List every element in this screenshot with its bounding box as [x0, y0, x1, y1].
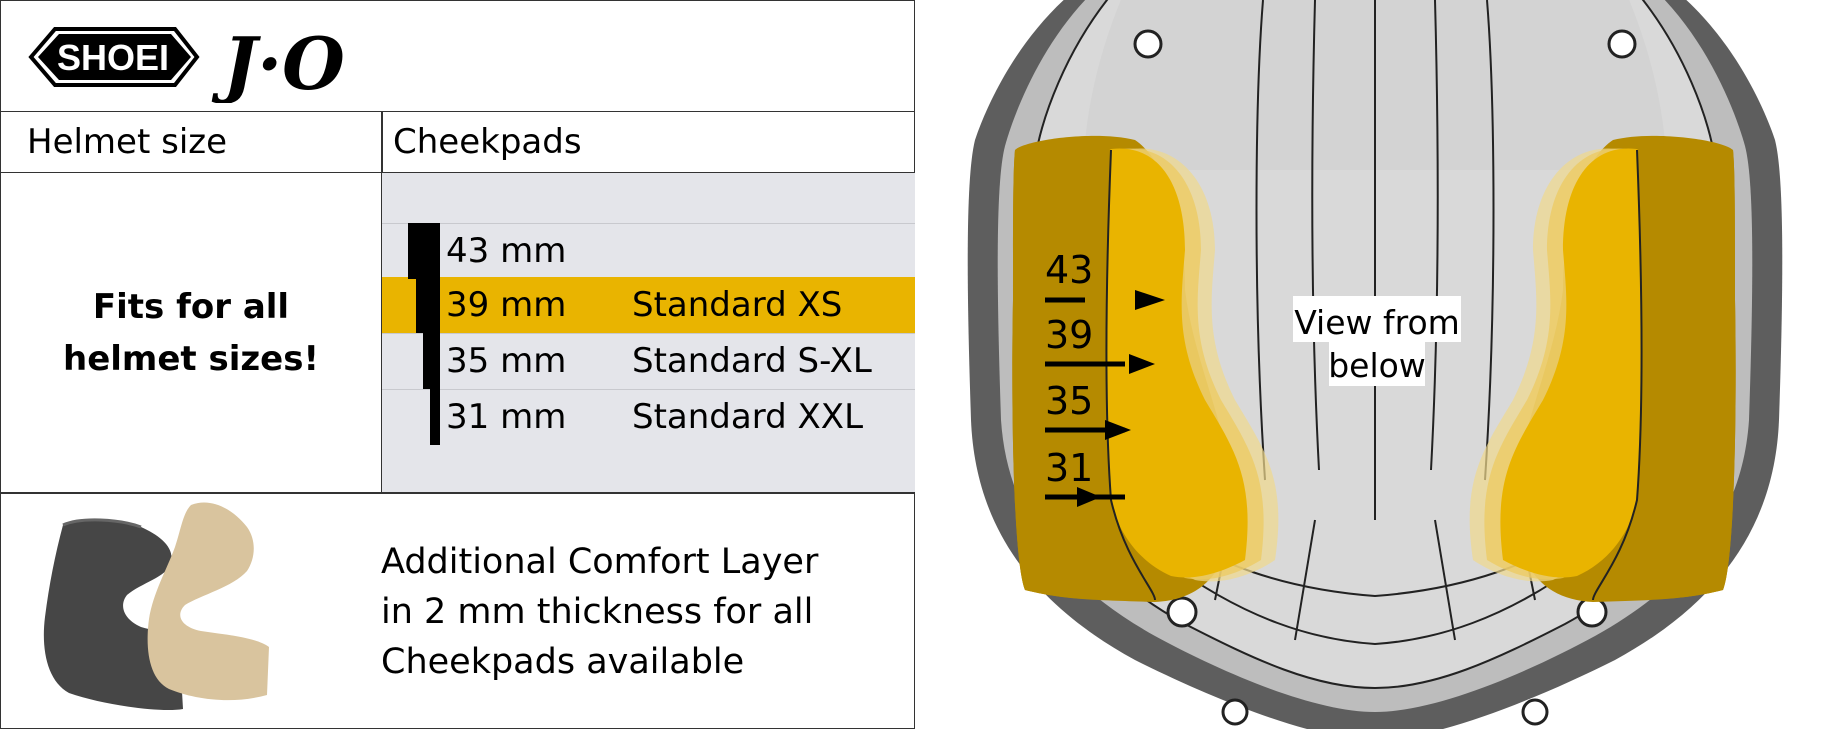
model-name: J·O — [211, 23, 345, 103]
helmet-size-header: Helmet size — [27, 122, 228, 162]
fits-all-sizes: Fits for all helmet sizes! — [1, 173, 381, 492]
row-divider — [382, 389, 915, 390]
brand-logos: SHOEI J·O — [25, 21, 405, 107]
row-mm: 31 mm — [446, 397, 567, 437]
comfort-layer-image — [41, 499, 341, 728]
row-std: Standard XS — [632, 285, 843, 325]
label-31: 31 — [1045, 446, 1093, 490]
size-table-panel: SHOEI J·O Helmet size Cheekpads Fits for… — [0, 0, 915, 729]
cheekpads-header: Cheekpads — [393, 122, 582, 162]
comfort-pads-illustration — [43, 502, 269, 711]
row-31mm: 31 mm Standard XXL — [382, 389, 915, 445]
shoei-logo: SHOEI J·O — [28, 21, 345, 106]
below-text: below — [1328, 346, 1426, 385]
comfort-layer-text: Additional Comfort Layer in 2 mm thickne… — [381, 542, 819, 682]
view-from-text: View from — [1294, 303, 1460, 342]
row-39mm-selected: 39 mm Standard XS — [382, 277, 915, 333]
thickness-bar-43 — [408, 223, 440, 279]
thickness-bar-39 — [416, 277, 440, 333]
row-43mm: 43 mm — [382, 223, 915, 279]
view-box-2 — [1329, 340, 1425, 386]
liner-seams — [1114, 0, 1636, 646]
helmet-diagram: 43 39 35 31 View from below — [967, 0, 1783, 729]
label-43: 43 — [1045, 248, 1093, 292]
column-headers: Helmet size Cheekpads — [1, 112, 915, 173]
fits-text: Fits for all helmet sizes! — [63, 286, 319, 379]
view-box-1 — [1293, 296, 1461, 342]
column-divider — [381, 112, 383, 492]
row-35mm: 35 mm Standard S-XL — [382, 333, 915, 389]
section-divider — [1, 492, 915, 494]
row-std: Standard S-XL — [632, 341, 872, 381]
row-divider — [382, 223, 915, 224]
row-mm: 43 mm — [446, 231, 567, 271]
helmet-diagram-panel: 43 39 35 31 View from below — [915, 0, 1833, 729]
label-39: 39 — [1045, 313, 1093, 357]
cheekpad-grid: 43 mm 39 mm Standard XS 35 mm Standard S… — [382, 173, 915, 492]
row-mm: 35 mm — [446, 341, 567, 381]
row-mm: 39 mm — [446, 285, 567, 325]
label-35: 35 — [1045, 379, 1093, 423]
row-divider — [382, 333, 915, 334]
rivets — [1133, 29, 1637, 726]
left-cheekpad — [1012, 135, 1279, 603]
arrow-heads — [1077, 290, 1165, 507]
right-cheekpad — [1469, 135, 1736, 603]
header: SHOEI J·O — [1, 1, 915, 112]
thickness-bar-35 — [423, 333, 440, 389]
thickness-bar-31 — [430, 389, 440, 445]
row-std: Standard XXL — [632, 397, 864, 437]
logo-text: SHOEI — [57, 37, 169, 78]
